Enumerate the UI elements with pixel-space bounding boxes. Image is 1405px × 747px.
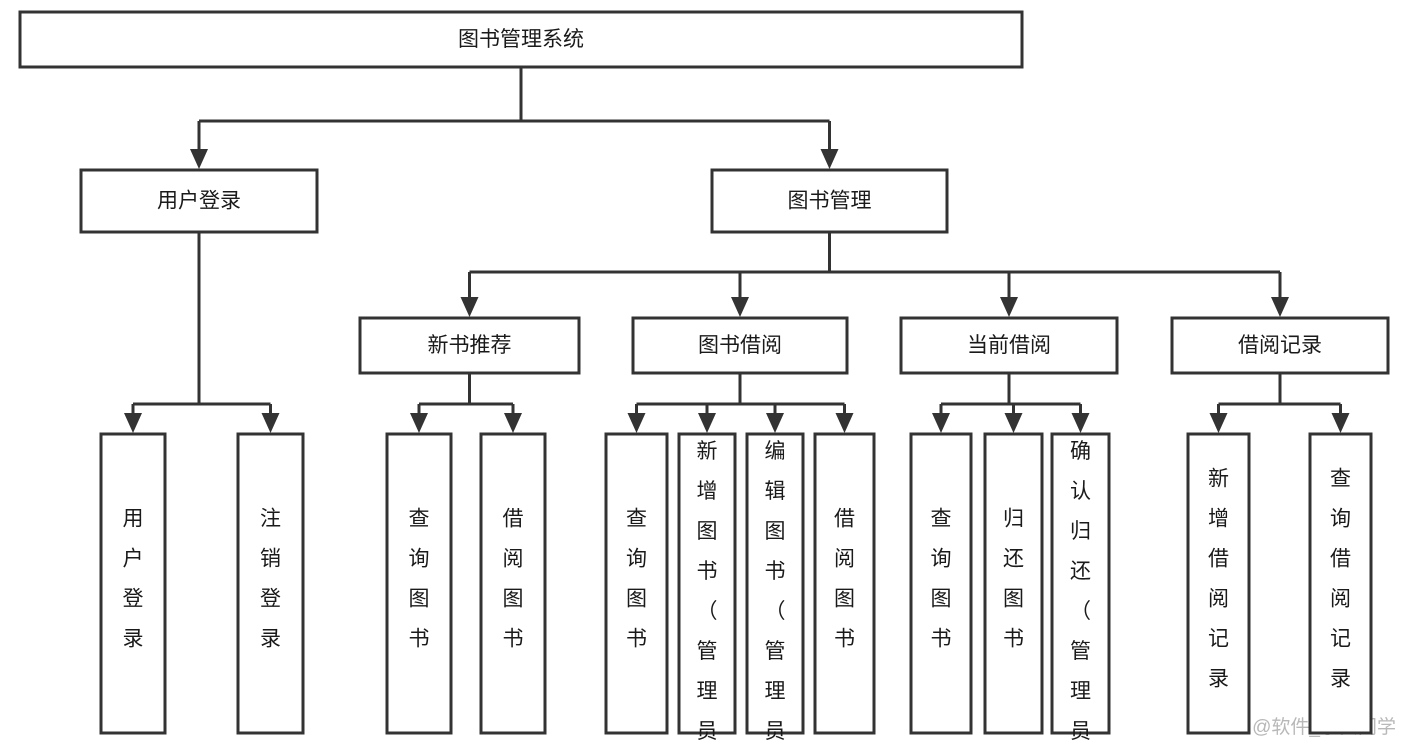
node-leaf-edit-book-label: 编辑图书（管理员） <box>765 440 786 747</box>
edge-book-manage-arrowhead-2 <box>1000 297 1018 317</box>
node-leaf-user-login-label: 用户登录 <box>123 508 144 651</box>
node-leaf-borrow-book-1[interactable]: 借阅图书 <box>479 432 547 735</box>
node-leaf-borrow-book-1-box <box>479 432 547 735</box>
edge-current-borrow-arrowhead-2 <box>1071 413 1090 433</box>
edge-book-borrow-arrowhead-3 <box>835 413 854 433</box>
node-leaf-query-book-1-label: 查询图书 <box>409 508 430 651</box>
edge-book-manage-arrowhead-0 <box>460 297 479 317</box>
node-leaf-borrow-book-2-box <box>813 432 876 735</box>
node-leaf-query-book-1[interactable]: 查询图书 <box>385 432 453 735</box>
node-book-borrow-box <box>631 316 849 375</box>
node-leaf-query-record[interactable]: 查询借阅记录 <box>1308 432 1373 735</box>
edge-new-book-rec-arrowhead-0 <box>410 413 428 433</box>
node-borrow-record[interactable]: 借阅记录 <box>1170 316 1390 375</box>
node-current-borrow-box <box>899 316 1119 375</box>
edge-book-borrow-arrowhead-0 <box>627 413 646 433</box>
node-leaf-query-record-label: 查询借阅记录 <box>1330 468 1351 691</box>
node-leaf-add-book-label: 新增图书（管理员） <box>697 440 718 747</box>
node-current-borrow-label: 当前借阅 <box>967 334 1051 357</box>
node-leaf-confirm-return-box <box>1050 432 1111 735</box>
node-leaf-add-record-label: 新增借阅记录 <box>1208 468 1229 691</box>
node-user-login-label: 用户登录 <box>157 190 241 213</box>
node-new-book-rec-label: 新书推荐 <box>428 334 512 357</box>
edge-user-login-arrowhead-0 <box>124 413 142 433</box>
node-leaf-edit-book[interactable]: 编辑图书（管理员） <box>745 432 805 747</box>
node-leaf-query-book-2-label: 查询图书 <box>626 508 647 651</box>
edge-new-book-rec-arrowhead-1 <box>504 413 522 433</box>
node-leaf-return-book-box <box>983 432 1044 735</box>
edge-book-manage-arrowhead-1 <box>731 297 749 317</box>
node-leaf-user-login-box <box>99 432 167 735</box>
node-leaf-return-book-label: 归还图书 <box>1003 508 1024 651</box>
node-leaf-add-record[interactable]: 新增借阅记录 <box>1186 432 1251 735</box>
edge-book-borrow-arrowhead-2 <box>766 413 784 433</box>
node-user-login[interactable]: 用户登录 <box>79 168 319 234</box>
node-leaf-confirm-return[interactable]: 确认归还（管理员） <box>1050 432 1111 747</box>
node-leaf-query-book-2-box <box>604 432 669 735</box>
node-new-book-rec-box <box>358 316 581 375</box>
node-leaf-borrow-book-2-label: 借阅图书 <box>834 508 855 651</box>
node-new-book-rec[interactable]: 新书推荐 <box>358 316 581 375</box>
node-leaf-query-book-3-box <box>909 432 973 735</box>
node-book-manage[interactable]: 图书管理 <box>710 168 949 234</box>
node-borrow-record-box <box>1170 316 1390 375</box>
edges-layer <box>124 67 1350 433</box>
edge-current-borrow-arrowhead-1 <box>1004 413 1023 433</box>
node-leaf-add-book[interactable]: 新增图书（管理员） <box>677 432 737 747</box>
edge-book-borrow-arrowhead-1 <box>698 413 716 433</box>
edge-user-login-arrowhead-1 <box>261 413 280 433</box>
node-book-borrow[interactable]: 图书借阅 <box>631 316 849 375</box>
node-user-login-box <box>79 168 319 234</box>
node-leaf-query-book-3[interactable]: 查询图书 <box>909 432 973 735</box>
node-leaf-query-book-1-box <box>385 432 453 735</box>
node-leaf-logout-login-box <box>236 432 305 735</box>
node-book-manage-box <box>710 168 949 234</box>
edge-book-manage-arrowhead-3 <box>1271 297 1289 317</box>
node-leaf-edit-book-box <box>745 432 805 735</box>
node-leaf-confirm-return-label: 确认归还（管理员） <box>1070 440 1091 747</box>
node-leaf-logout-login[interactable]: 注销登录 <box>236 432 305 735</box>
edge-borrow-record-arrowhead-1 <box>1331 413 1350 433</box>
node-root-label: 图书管理系统 <box>458 28 584 51</box>
node-leaf-query-book-2[interactable]: 查询图书 <box>604 432 669 735</box>
node-current-borrow[interactable]: 当前借阅 <box>899 316 1119 375</box>
edge-current-borrow-arrowhead-0 <box>932 413 950 433</box>
node-leaf-add-record-box <box>1186 432 1251 735</box>
node-leaf-query-record-box <box>1308 432 1373 735</box>
node-book-borrow-label: 图书借阅 <box>698 334 782 357</box>
node-root[interactable]: 图书管理系统 <box>18 10 1024 69</box>
node-leaf-borrow-book-2[interactable]: 借阅图书 <box>813 432 876 735</box>
node-book-manage-label: 图书管理 <box>788 190 872 213</box>
node-leaf-query-book-3-label: 查询图书 <box>931 508 952 651</box>
node-leaf-return-book[interactable]: 归还图书 <box>983 432 1044 735</box>
node-root-box <box>18 10 1024 69</box>
node-leaf-logout-login-label: 注销登录 <box>260 508 281 651</box>
node-leaf-user-login[interactable]: 用户登录 <box>99 432 167 735</box>
edge-root-arrowhead-0 <box>190 149 208 169</box>
node-leaf-add-book-box <box>677 432 737 735</box>
edge-borrow-record-arrowhead-0 <box>1209 413 1228 433</box>
node-leaf-borrow-book-1-label: 借阅图书 <box>503 508 524 651</box>
node-borrow-record-label: 借阅记录 <box>1238 334 1322 357</box>
nodes-layer: 图书管理系统用户登录图书管理新书推荐图书借阅当前借阅借阅记录用户登录注销登录查询… <box>18 10 1390 747</box>
edge-root-arrowhead-1 <box>820 149 839 169</box>
